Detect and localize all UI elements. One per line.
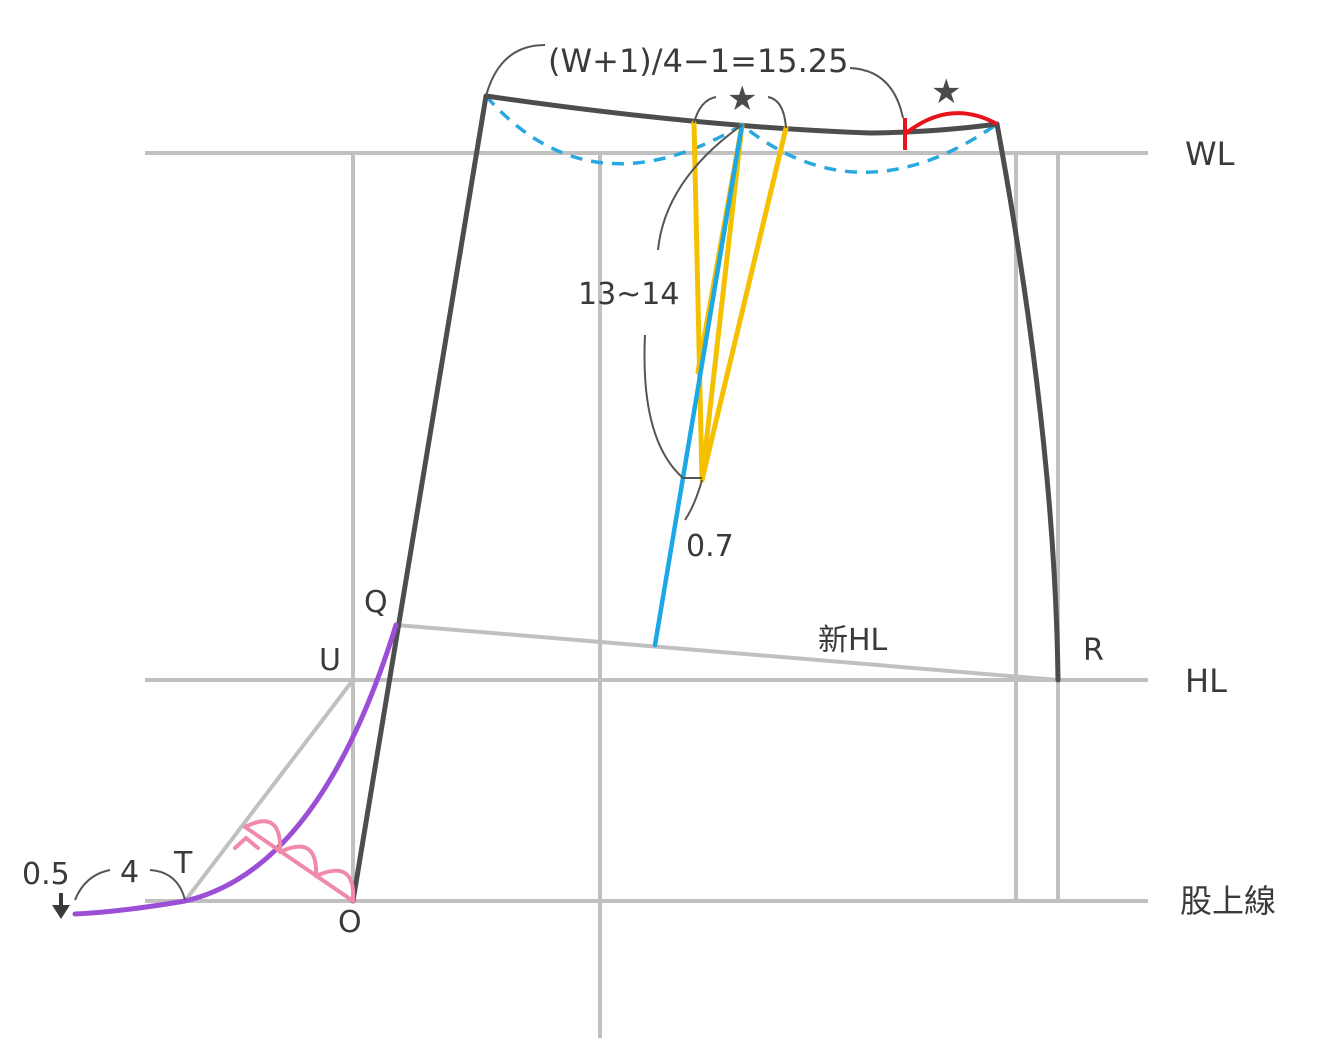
formula-bracket-left bbox=[485, 44, 546, 97]
pink-arc-3 bbox=[314, 868, 356, 903]
drop-arrow-head bbox=[52, 905, 70, 919]
ext-4-bracket-left bbox=[74, 869, 111, 901]
drop-arrow bbox=[52, 893, 70, 919]
formula-bracket-right bbox=[849, 67, 904, 119]
guide-lines bbox=[145, 151, 1148, 1038]
dart-length-leader-top bbox=[657, 124, 743, 251]
point-o-label: O bbox=[338, 905, 362, 940]
dart-leg-right-outer bbox=[699, 125, 789, 483]
dart-leg-left-outer bbox=[691, 120, 705, 483]
star-bracket bbox=[693, 96, 787, 129]
point-r-label: R bbox=[1083, 633, 1104, 668]
dart-offset-leader bbox=[684, 479, 703, 521]
waist-line bbox=[483, 93, 1000, 136]
center-dart-line bbox=[652, 122, 745, 648]
pink-right-angle bbox=[233, 835, 260, 850]
point-u-label: U bbox=[319, 643, 341, 678]
star-right-icon: ★ bbox=[931, 72, 961, 112]
pink-measure-line bbox=[243, 825, 355, 903]
back-side-seam bbox=[994, 121, 1061, 683]
ext-4-bracket-right bbox=[149, 869, 186, 901]
pattern-outline bbox=[350, 93, 1061, 904]
dart bbox=[691, 120, 789, 483]
front-side-seam bbox=[350, 93, 489, 904]
wl-label: WL bbox=[1185, 135, 1235, 173]
point-t-label: T bbox=[173, 846, 193, 881]
dart-leg-inner-2 bbox=[699, 122, 745, 483]
point-q-label: Q bbox=[364, 585, 388, 620]
new-hl-label: 新HL bbox=[818, 623, 888, 658]
crotch-line-label: 股上線 bbox=[1180, 882, 1276, 920]
hl-label: HL bbox=[1185, 662, 1227, 700]
leader-lines bbox=[74, 44, 904, 901]
pink-measure bbox=[233, 819, 356, 903]
ext-4-label: 4 bbox=[120, 855, 139, 890]
red-arc bbox=[903, 111, 998, 136]
star-left-icon: ★ bbox=[727, 79, 757, 119]
new-hl-line bbox=[395, 623, 1059, 682]
pink-arc-2 bbox=[278, 844, 319, 878]
crotch-curve bbox=[72, 622, 399, 917]
crotch-diagonal-guide bbox=[183, 678, 355, 903]
dart-offset-label: 0.7 bbox=[686, 529, 734, 564]
dart-length-leader-bottom bbox=[643, 334, 702, 479]
drop-05-label: 0.5 bbox=[22, 857, 70, 892]
pink-arc-1 bbox=[243, 819, 283, 854]
waist-red-mark bbox=[903, 111, 998, 150]
dart-length-label: 13~14 bbox=[578, 277, 679, 312]
waist-formula-label: (W+1)/4−1=15.25 bbox=[548, 42, 849, 80]
